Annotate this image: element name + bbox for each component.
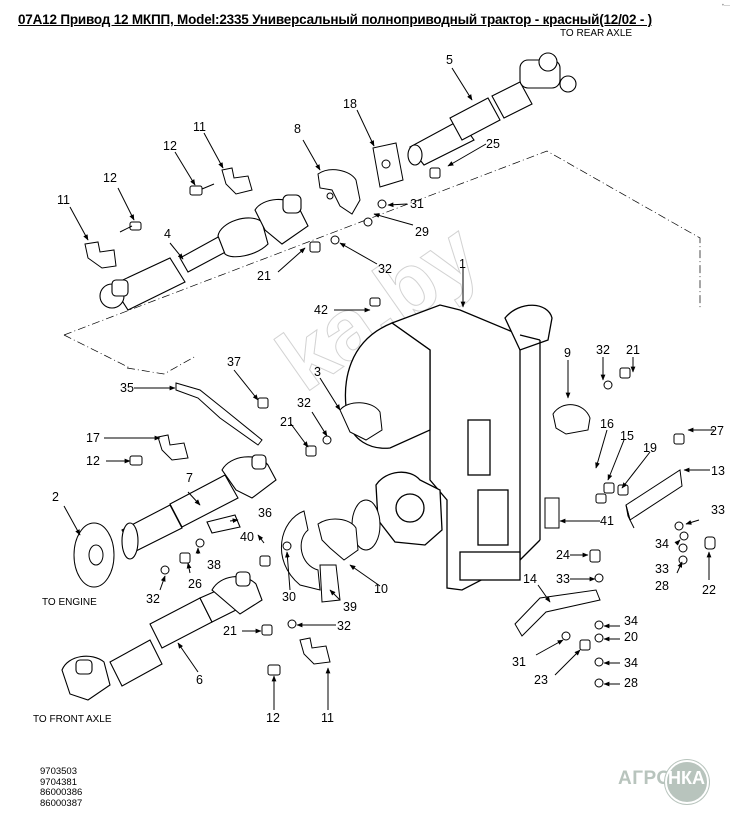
callout-9: 9 [564,346,571,360]
callout-11: 11 [321,711,334,725]
callout-32: 32 [297,396,311,410]
callout-35: 35 [120,381,134,395]
callout-36: 36 [258,506,272,520]
callout-1: 1 [459,257,466,271]
callout-29: 29 [415,225,429,239]
callout-4: 4 [164,227,171,241]
callout-12: 12 [266,711,280,725]
callout-12: 12 [86,454,100,468]
reference-number: 9704381 [40,776,77,788]
callout-31: 31 [512,655,526,669]
callout-13: 13 [711,464,725,478]
callout-8: 8 [294,122,301,136]
callout-41: 41 [600,514,614,528]
callout-5: 5 [446,53,453,67]
callout-32: 32 [596,343,610,357]
fasteners [160,167,441,636]
bracket-bottom-11 [267,637,331,676]
leader-lines [63,67,714,710]
note-to-rear-axle: TO REAR AXLE [560,28,632,39]
callout-10: 10 [374,582,388,596]
callout-27: 27 [710,424,724,438]
note-to-front-axle: TO FRONT AXLE [33,714,112,725]
callout-21: 21 [626,343,640,357]
callout-37: 37 [227,355,241,369]
flange-plate-18 [372,142,404,188]
shaft-6 [61,571,263,701]
callout-33: 33 [655,562,669,576]
callout-34: 34 [655,537,669,551]
note-to-engine: TO ENGINE [42,597,97,608]
callout-18: 18 [343,97,357,111]
brackets-top [84,167,253,269]
right-side-parts [514,367,716,688]
callout-32: 32 [337,619,351,633]
callout-34: 34 [624,656,638,670]
shaft-4 [99,194,309,311]
callout-21: 21 [280,415,294,429]
callout-28: 28 [655,579,669,593]
callout-6: 6 [196,673,203,687]
callout-17: 17 [86,431,100,445]
callout-23: 23 [534,673,548,687]
callout-2: 2 [52,490,59,504]
callout-42: 42 [314,303,328,317]
callout-33: 33 [711,503,725,517]
callout-32: 32 [146,592,160,606]
logo-circle [665,760,709,804]
corner-mark: •— [721,3,730,9]
agronka-logo: АГРО НКА [618,760,728,804]
shaft-7 [121,454,277,560]
callout-21: 21 [257,269,271,283]
callout-3: 3 [314,365,321,379]
callout-28: 28 [624,676,638,690]
callout-32: 32 [378,262,392,276]
callout-39: 39 [343,600,357,614]
assembly-outline [63,150,701,375]
callout-22: 22 [702,583,716,597]
callout-15: 15 [620,429,634,443]
bracket-35 [175,382,263,446]
callout-21: 21 [223,624,237,638]
callout-33: 33 [556,572,570,586]
bracket-17 [129,434,189,466]
callout-26: 26 [188,577,202,591]
diagram-title: 07A12 Привод 12 МКПП, Model:2335 Универс… [18,12,652,27]
callout-31: 31 [410,197,424,211]
callout-34: 34 [624,614,638,628]
reference-number: 9703503 [40,766,77,777]
callout-25: 25 [486,137,500,151]
yoke-8 [317,169,361,215]
yoke-3 [339,402,383,441]
callout-11: 11 [193,120,206,134]
callout-30: 30 [282,590,296,604]
callout-labels: 5 18 25 11 8 12 12 11 31 29 4 21 32 1 42… [52,53,725,725]
flange-2 [73,522,115,588]
callout-19: 19 [643,441,657,455]
callout-14: 14 [523,572,537,586]
callout-12: 12 [103,171,117,185]
callout-16: 16 [600,417,614,431]
callout-24: 24 [556,548,570,562]
gearbox-housing [344,304,553,591]
reference-number: 86000386 [40,787,83,798]
reference-number: 86000387 [40,797,83,809]
flange-10 [317,499,381,561]
reference-numbers: 9703503 9704381 86000386 86000387 [40,766,83,809]
callout-7: 7 [186,471,193,485]
rear-drive-shaft [407,52,577,166]
callout-12: 12 [163,139,177,153]
logo-text-right: НКА [668,768,705,788]
callout-11: 11 [57,193,70,207]
logo-text-left: АГРО [618,768,672,789]
callout-38: 38 [207,558,221,572]
callout-40: 40 [240,530,254,544]
callout-20: 20 [624,630,638,644]
